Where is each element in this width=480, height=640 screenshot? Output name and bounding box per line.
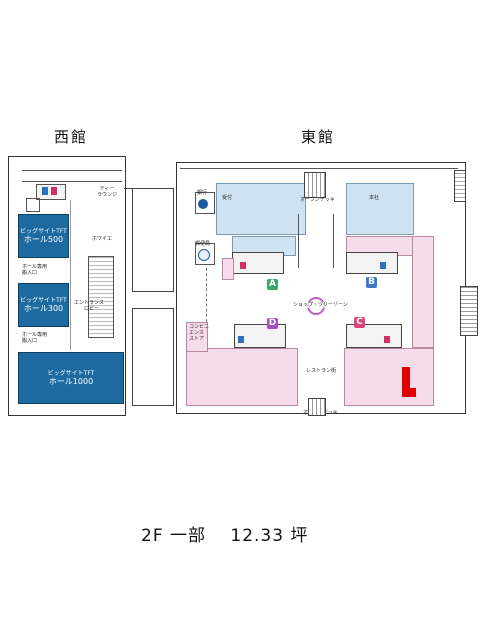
- west-stair-block: [88, 256, 114, 338]
- open-deck-top-label: オープンデッキ: [300, 197, 335, 203]
- convenience-store-label: コンビニ エンス ストア: [189, 324, 209, 342]
- loading-dock-2-line-2: 搬入口: [22, 338, 38, 344]
- hall-1000[interactable]: ビッグサイトTFT ホール1000: [18, 352, 124, 404]
- hall-300-label-1: ビッグサイトTFT: [20, 297, 67, 304]
- entrance-lobby-label: エントランス ロビー: [74, 300, 104, 312]
- shop-tree-zone-label: ショップ・ツリーゾーン: [293, 302, 348, 308]
- bank-label: 銀行: [197, 190, 208, 196]
- entrance-lobby-line-2: ロビー: [84, 306, 100, 312]
- zone-c-badge[interactable]: C: [354, 317, 365, 328]
- tea-lounge-line-1: ティー: [99, 186, 115, 192]
- bridge-upper-block: [132, 188, 174, 292]
- east-right-stair: [460, 286, 478, 336]
- west-restroom-icon-female: [51, 187, 57, 195]
- tea-lounge-line-2: ラウンジ: [97, 192, 118, 198]
- east-right-upper-block: [454, 170, 466, 202]
- highlighted-rental-unit[interactable]: [402, 367, 410, 397]
- lower-stair-tower: [308, 398, 326, 416]
- uketsuke-label: 受付: [222, 195, 233, 201]
- commercial-upper-left-side: [222, 258, 234, 280]
- hall-300-label-2: ホール300: [23, 304, 64, 313]
- loading-dock-2-label: ホール専用 搬入口: [22, 332, 47, 344]
- restroom-icon-lower-left: [238, 336, 244, 343]
- office-block-left: [216, 183, 306, 235]
- convenience-line-3: ストア: [189, 336, 205, 342]
- hall-500-label-2: ホール500: [23, 235, 64, 244]
- hall-500-label-1: ビッグサイトTFT: [20, 228, 67, 235]
- loading-dock-2-line-1: ホール専用: [22, 332, 48, 338]
- west-building-heading: 西館: [54, 128, 89, 146]
- loading-dock-1-label: ホール専用 搬入口: [22, 264, 47, 276]
- loading-dock-1-line-2: 搬入口: [22, 270, 38, 276]
- upper-stair-tower: [304, 172, 326, 198]
- zone-b-badge[interactable]: B: [366, 277, 377, 288]
- hall-1000-label-2: ホール1000: [48, 377, 94, 386]
- core-lower-right: [346, 324, 402, 348]
- restaurant-street-label: レストラン街: [306, 368, 337, 374]
- upper-passage: [298, 214, 334, 268]
- restroom-icon-upper-left: [240, 262, 246, 269]
- east-building-heading: 東館: [301, 128, 336, 146]
- post-office-icon: [198, 249, 210, 261]
- bridge-lower-block: [132, 308, 174, 406]
- honsha-label: 本社: [369, 195, 380, 201]
- commercial-block-lower-right: [344, 348, 434, 406]
- commercial-left-side: [186, 322, 208, 352]
- post-office-label: 郵便局: [195, 241, 211, 247]
- convenience-line-1: コンビニ: [189, 324, 210, 330]
- commercial-block-lower-left: [186, 348, 298, 406]
- convenience-line-2: エンス: [189, 330, 204, 336]
- restroom-icon-upper-right: [380, 262, 386, 269]
- highlighted-rental-unit-base: [402, 388, 416, 397]
- office-block-right: [346, 183, 414, 235]
- core-upper-right: [346, 252, 398, 274]
- hall-300[interactable]: ビッグサイトTFT ホール300: [18, 283, 69, 327]
- tea-lounge-label: ティー ラウンジ: [97, 186, 117, 198]
- hall-500[interactable]: ビッグサイトTFT ホール500: [18, 214, 69, 258]
- hall-1000-label-1: ビッグサイトTFT: [47, 370, 95, 377]
- east-building-roof-line: [180, 168, 458, 169]
- west-corridor: [70, 200, 121, 350]
- west-elevator: [26, 198, 40, 212]
- commercial-right-side: [412, 236, 434, 348]
- white-label: ホワイエ: [92, 236, 112, 242]
- entrance-lobby-line-1: エントランス: [74, 300, 104, 306]
- bank-icon: [198, 199, 208, 209]
- zone-d-badge[interactable]: D: [267, 318, 278, 329]
- floor-area-caption: 2F 一部 12.33 坪: [141, 526, 309, 546]
- west-restroom-icon-male: [42, 187, 48, 195]
- restroom-icon-lower-right: [384, 336, 390, 343]
- zone-a-badge[interactable]: A: [267, 279, 278, 290]
- west-building-upper-wall: [22, 170, 122, 182]
- loading-dock-1-line-1: ホール専用: [22, 264, 48, 270]
